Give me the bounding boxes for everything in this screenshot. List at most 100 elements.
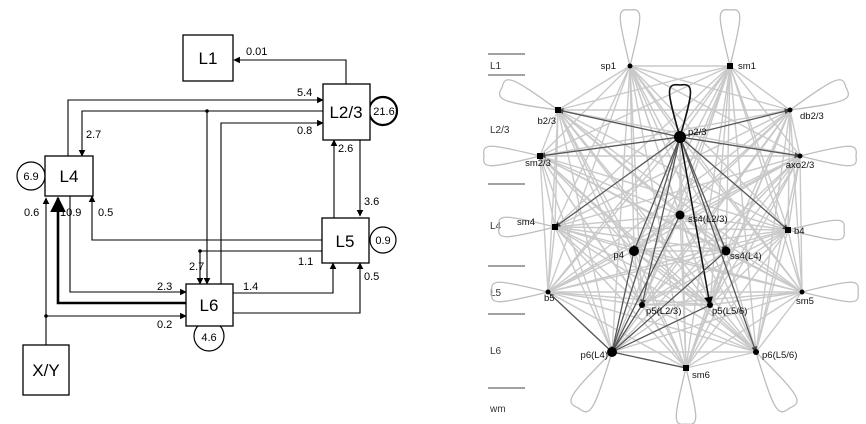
network-edge-sm5-p6L56: [755, 291, 803, 353]
network-node-ss4L4: [721, 246, 731, 256]
network-node-label-sp1: sp1: [601, 61, 616, 72]
network-edge-axo23-b4: [787, 155, 801, 231]
network-self-loop-sm23: [483, 145, 541, 167]
network-edge-strong-p6L4-ss4L23: [611, 214, 681, 353]
network-edge-b4-p6L56: [755, 229, 789, 353]
network-edge-sm1-p5L56: [709, 65, 731, 306]
network-edge-sp1-sm5: [629, 65, 803, 293]
network-edge-p6L56-sm6: [685, 351, 757, 369]
network-node-sp1: [627, 63, 633, 69]
network-edge-sm4-p5L56: [554, 226, 711, 306]
network-node-axo23: [797, 153, 803, 159]
network-node-p5L23: [639, 302, 645, 308]
network-edge-strong-p23-ss4L4: [679, 136, 727, 252]
network-self-loop-b23: [498, 79, 559, 111]
network-edge-b5-p5L23: [547, 291, 643, 306]
network-edges: [539, 65, 803, 369]
network-edge-strong-p23-p5L23: [640, 136, 681, 306]
network-edge-b4-b5: [547, 229, 789, 293]
network-edge-sm4-b5: [547, 226, 556, 293]
network-edge-sm23-ss4L23: [539, 155, 681, 216]
network-self-loop-sm6: [675, 367, 697, 424]
network-edge-sp1-db23: [629, 65, 791, 111]
network-edge-sm5-p6L4: [611, 291, 803, 353]
network-edge-sm1-db23: [729, 65, 791, 111]
network-node-sm1: [727, 63, 733, 69]
network-edge-strong-p23-p6L56: [679, 136, 758, 353]
network-edge-p5L56-sm6: [685, 304, 711, 369]
network-edge-sm4-ss4L23: [554, 214, 681, 228]
network-node-label-sm5: sm5: [796, 296, 814, 307]
edge-label-l23-to-l5: 3.6: [364, 196, 379, 208]
network-node-ss4L23: [675, 210, 685, 220]
network-edge-p4-p5L56: [633, 250, 711, 306]
network-edge-sm1-p5L23: [641, 65, 731, 306]
network-edge-sp1-b23: [557, 65, 631, 111]
network-edge-ss4L4-p5L23: [641, 250, 727, 306]
network-self-loop-db23: [789, 79, 850, 111]
edge-label-l5-to-l23: 2.6: [338, 143, 353, 155]
edge-l5-to-l4: [88, 195, 322, 241]
network-edge-sp1-b5: [547, 65, 631, 293]
layer-label-l1: L1: [490, 61, 502, 72]
network-edge-db23-axo23: [789, 109, 801, 157]
node-l5-label: L5: [336, 232, 355, 251]
node-l1-box: [182, 34, 234, 82]
network-edge-sm1-sm5: [729, 65, 803, 293]
network-edge-sm23-b4: [539, 155, 789, 231]
network-edge-sp1-p6L4: [611, 65, 631, 353]
network-node-p23: [674, 131, 686, 143]
node-xy-label: X/Y: [32, 361, 59, 380]
network-edge-axo23-sm4: [554, 155, 801, 228]
network-edge-b4-p4: [633, 229, 789, 252]
network-edge-db23-sm5: [789, 109, 803, 293]
network-self-loop-sm4: [498, 216, 556, 238]
network-node-label-p23: p2/3: [688, 127, 707, 138]
network-node-label-p5L56: p5(L5/6): [712, 306, 747, 317]
node-xy-box: [22, 344, 70, 396]
network-edge-sp1-b4: [629, 65, 789, 231]
network-node-label-ss4L4: ss4(L4): [730, 251, 762, 262]
network-edge-ss4L23-b4: [679, 214, 789, 231]
network-edge-p4-b5: [547, 250, 635, 293]
layer-rulers: [488, 53, 525, 389]
laminar-wires: [42, 56, 364, 345]
network-edge-ss4L23-p6L56: [679, 214, 757, 353]
edge-l4-to-l6: [69, 196, 187, 296]
edge-label-xy-to-l6: 0.2: [157, 319, 172, 331]
network-edge-ss4L4-p6L56: [725, 250, 757, 353]
network-edge-strong-p23-db23: [679, 108, 791, 138]
network-edge-sm4-p6L56: [554, 226, 757, 353]
network-self-loop-axo23: [799, 145, 857, 167]
edge-l4-to-l23: [67, 96, 324, 156]
network-edge-b4-ss4L4: [725, 229, 789, 252]
network-node-label-p4: p4: [613, 250, 624, 261]
network-edge-sm1-b23: [557, 65, 731, 111]
network-edge-sm1-ss4L4: [725, 65, 731, 252]
network-node-p6L4: [607, 347, 617, 357]
edge-label-l6-to-l4: 10.9: [60, 207, 81, 219]
network-edge-b23-sm23: [539, 109, 559, 157]
network-node-label-p6L4: p6(L4): [581, 350, 608, 361]
network-edge-strong-p6L4-p5L56: [611, 304, 711, 353]
edge-l23-to-l1: [233, 56, 347, 84]
network-edge-p23-sm5: [679, 136, 803, 293]
network-node-p4: [629, 246, 639, 256]
network-edge-strong-p6L4-p5L23: [611, 304, 643, 353]
network-edge-db23-sm6: [685, 109, 791, 369]
network-node-label-sm1: sm1: [738, 61, 756, 72]
self-loop-l23-value: 21.6: [373, 106, 394, 118]
network-node-label-sm4: sm4: [517, 217, 535, 228]
edge-l23-to-l4: [78, 110, 323, 157]
network-node-label-b4: b4: [794, 226, 805, 237]
network-self-loops: [483, 9, 859, 424]
layer-label-l5: L5: [490, 288, 502, 299]
network-node-label-sm23: sm2/3: [525, 158, 551, 169]
node-l23-label: L2/3: [329, 103, 362, 122]
network-node-p5L56: [707, 302, 713, 308]
network-node-label-b23: b2/3: [538, 116, 557, 127]
network-node-p6L56: [753, 349, 759, 355]
network-edge-p5L23-p6L56: [641, 304, 757, 353]
